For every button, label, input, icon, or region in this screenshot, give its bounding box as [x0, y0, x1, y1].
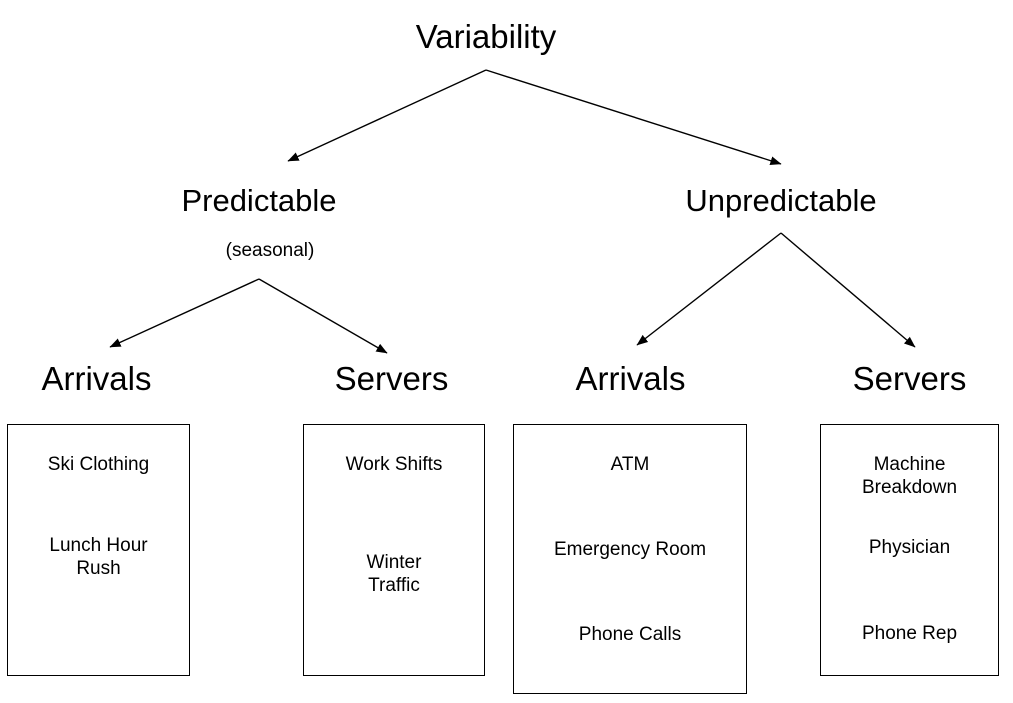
- example-item: ATM: [610, 454, 650, 475]
- example-item: Phone Calls: [578, 624, 682, 646]
- node-predictable-sublabel-text: (seasonal): [225, 240, 315, 261]
- edge-root-to-predictable: [287, 69, 487, 162]
- edge-unpredictable-to-servers: [780, 232, 916, 348]
- example-item: Ski Clothing: [47, 454, 150, 475]
- example-item: Winter Traffic: [366, 552, 422, 597]
- node-predictable-servers: Servers: [295, 362, 488, 395]
- node-predictable: Predictable: [69, 185, 449, 216]
- node-predictable-sublabel: (seasonal): [90, 241, 450, 260]
- examples-box-unpredictable-arrivals: ATM Emergency Room Phone Calls: [513, 424, 747, 694]
- node-predictable-arrivals: Arrivals: [0, 362, 193, 395]
- node-root-label: Variability: [415, 18, 557, 55]
- example-item: Machine Breakdown: [861, 454, 958, 499]
- example-item: Emergency Room: [553, 539, 707, 561]
- node-predictable-label: Predictable: [181, 183, 337, 218]
- edge-unpredictable-to-arrivals: [636, 232, 782, 346]
- examples-box-predictable-arrivals: Ski Clothing Lunch Hour Rush: [7, 424, 190, 676]
- node-unpredictable-arrivals: Arrivals: [534, 362, 727, 395]
- node-predictable-servers-label: Servers: [334, 360, 449, 397]
- example-item: Lunch Hour Rush: [49, 535, 148, 580]
- node-predictable-arrivals-label: Arrivals: [41, 360, 152, 397]
- edge-predictable-to-servers: [258, 278, 388, 354]
- node-unpredictable-label: Unpredictable: [685, 183, 877, 218]
- node-root-variability: Variability: [286, 20, 686, 53]
- example-item: Phone Rep: [861, 622, 958, 644]
- example-item: Work Shifts: [345, 454, 443, 475]
- edge-root-to-unpredictable: [485, 69, 782, 166]
- node-unpredictable-servers-label: Servers: [852, 360, 967, 397]
- node-unpredictable: Unpredictable: [591, 185, 971, 216]
- example-item: Physician: [868, 537, 951, 559]
- examples-box-unpredictable-servers: Machine Breakdown Physician Phone Rep: [820, 424, 999, 676]
- examples-box-predictable-servers: Work Shifts Winter Traffic: [303, 424, 485, 676]
- edge-predictable-to-arrivals: [109, 278, 260, 348]
- node-unpredictable-arrivals-label: Arrivals: [575, 360, 686, 397]
- node-unpredictable-servers: Servers: [822, 362, 997, 395]
